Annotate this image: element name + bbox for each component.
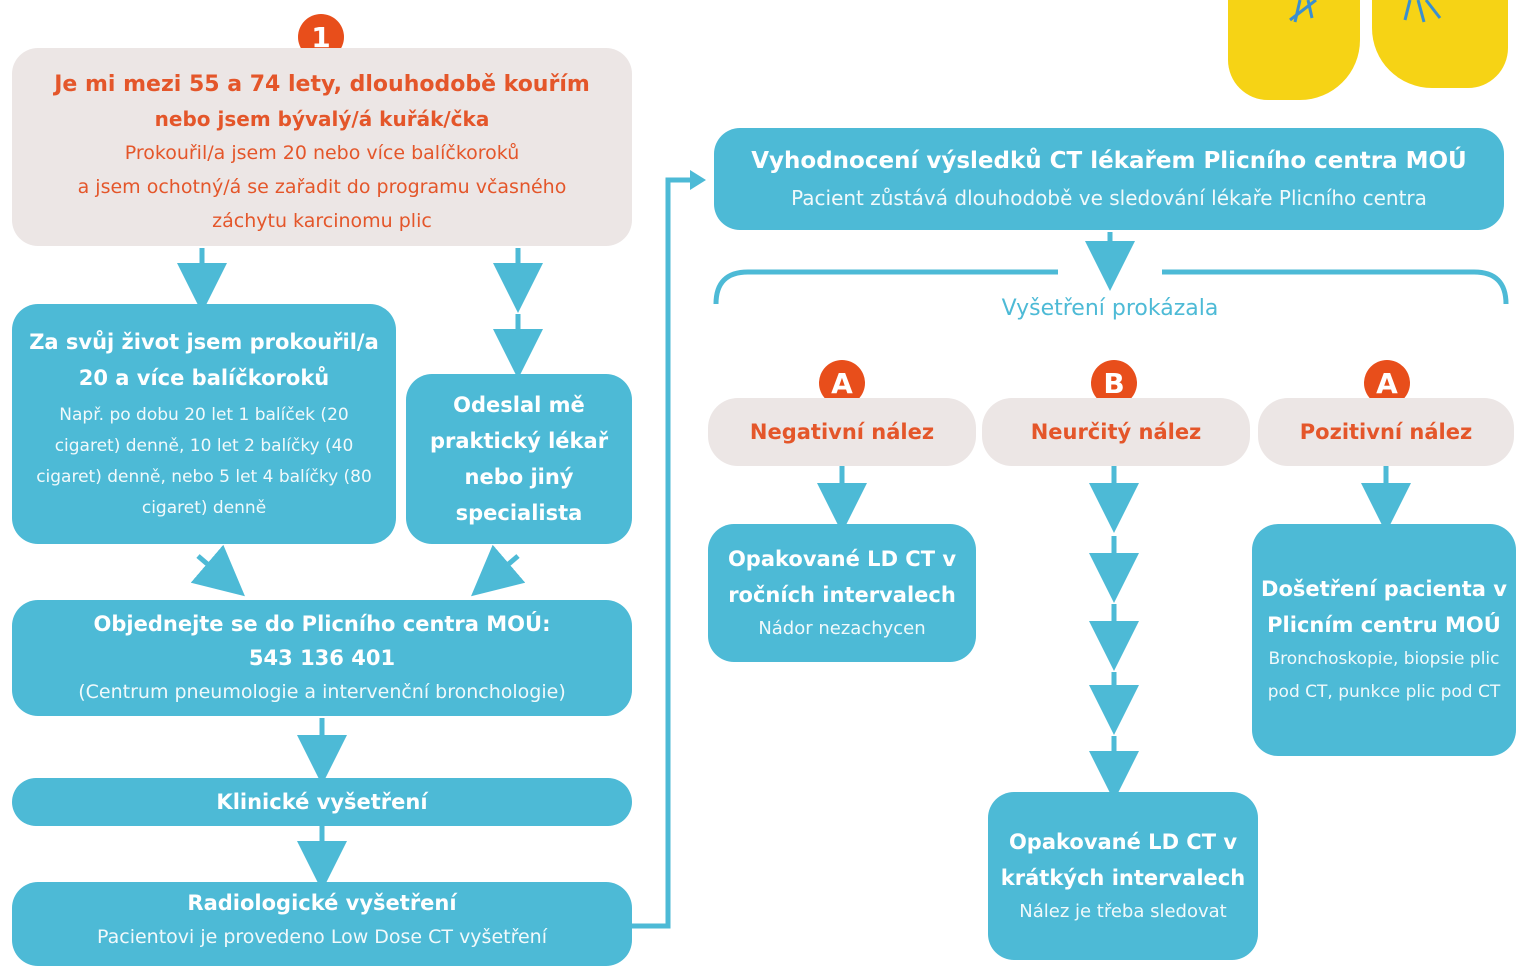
referral-title: Odeslal mě praktický lékař nebo jiný spe… [429,393,609,525]
eligibility-line-5: záchytu karcinomu plic [212,210,432,232]
findings-bracket-right [1162,269,1509,305]
positive-finding-label: Pozitivní nález [1299,420,1473,444]
negative-outcome-title: Opakované LD CT v ročních intervalech [727,547,957,607]
radiology-box: Radiologické vyšetření Pacientovi je pro… [12,882,632,966]
evaluation-title: Vyhodnocení výsledků CT lékařem Plicního… [751,148,1467,174]
booking-box: Objednejte se do Plicního centra MOÚ: 54… [12,600,632,716]
eligibility-line-4: a jsem ochotný/á se zařadit do programu … [77,176,567,198]
evaluation-box: Vyhodnocení výsledků CT lékařem Plicního… [714,128,1504,230]
positive-outcome-title: Došetření pacienta v Plicním centru MOÚ [1261,577,1507,637]
referral-box: Odeslal mě praktický lékař nebo jiný spe… [406,374,632,544]
negative-finding-pill: Negativní nález [708,398,976,466]
positive-outcome-box: Došetření pacienta v Plicním centru MOÚ … [1252,524,1516,756]
negative-outcome-detail: Nádor nezachycen [758,618,926,639]
radiology-detail: Pacientovi je provedeno Low Dose CT vyše… [97,926,547,948]
radiology-title: Radiologické vyšetření [187,891,457,915]
pack-years-box: Za svůj život jsem prokouřil/a 20 a více… [12,304,396,544]
negative-finding-label: Negativní nález [749,420,935,444]
uncertain-outcome-detail: Nález je třeba sledovat [1019,901,1227,922]
evaluation-detail: Pacient zůstává dlouhodobě ve sledování … [791,186,1427,210]
clinical-box: Klinické vyšetření [12,778,632,826]
connector-radiology-to-evaluation [632,177,692,929]
eligibility-line-2: nebo jsem bývalý/á kuřák/čka [154,107,490,131]
arrowhead-to-evaluation [690,170,706,190]
findings-caption: Vyšetření prokázala [1001,296,1219,321]
pack-years-title: Za svůj život jsem prokouřil/a 20 a více… [29,330,379,390]
clinical-title: Klinické vyšetření [216,790,428,814]
booking-detail: (Centrum pneumologie a intervenční bronc… [78,681,566,703]
uncertain-finding-pill: Neurčitý nález [982,398,1250,466]
uncertain-finding-label: Neurčitý nález [1030,420,1202,444]
arrow-packyears-to-booking [190,544,245,597]
booking-title: Objednejte se do Plicního centra MOÚ: [93,612,551,636]
negative-outcome-box: Opakované LD CT v ročních intervalech Ná… [708,524,976,662]
arrow-referral-to-booking [471,544,526,597]
lung-right-graphic [1372,0,1508,88]
eligibility-line-1: Je mi mezi 55 a 74 lety, dlouhodobě kouř… [54,72,590,97]
eligibility-line-3: Prokouřil/a jsem 20 nebo více balíčkorok… [124,142,520,164]
eligibility-box: Je mi mezi 55 a 74 lety, dlouhodobě kouř… [12,48,632,246]
uncertain-outcome-box: Opakované LD CT v krátkých intervalech N… [988,792,1258,960]
pack-years-detail: Např. po dobu 20 let 1 balíček (20 cigar… [36,405,372,518]
uncertain-outcome-title: Opakované LD CT v krátkých intervalech [1000,830,1246,890]
positive-finding-pill: Pozitivní nález [1258,398,1514,466]
findings-bracket-left [713,269,1058,305]
positive-outcome-detail: Bronchoskopie, biopsie plic pod CT, punk… [1267,649,1501,702]
booking-phone: 543 136 401 [248,646,396,670]
